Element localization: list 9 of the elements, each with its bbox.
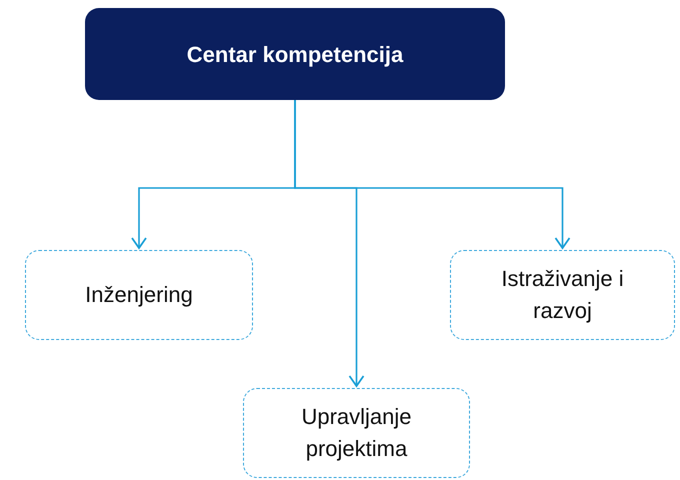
title-box bbox=[85, 8, 505, 100]
process-box bbox=[25, 250, 253, 340]
process-box bbox=[243, 388, 470, 478]
box-label: Upravljanje projektima bbox=[300, 403, 413, 463]
process-box bbox=[450, 250, 675, 340]
box-label: Istraživanje i razvoj bbox=[500, 265, 625, 325]
box-label: Inženjering bbox=[85, 281, 193, 309]
box-label: Centar kompetencija bbox=[186, 40, 404, 69]
arrow bbox=[294, 100, 364, 387]
